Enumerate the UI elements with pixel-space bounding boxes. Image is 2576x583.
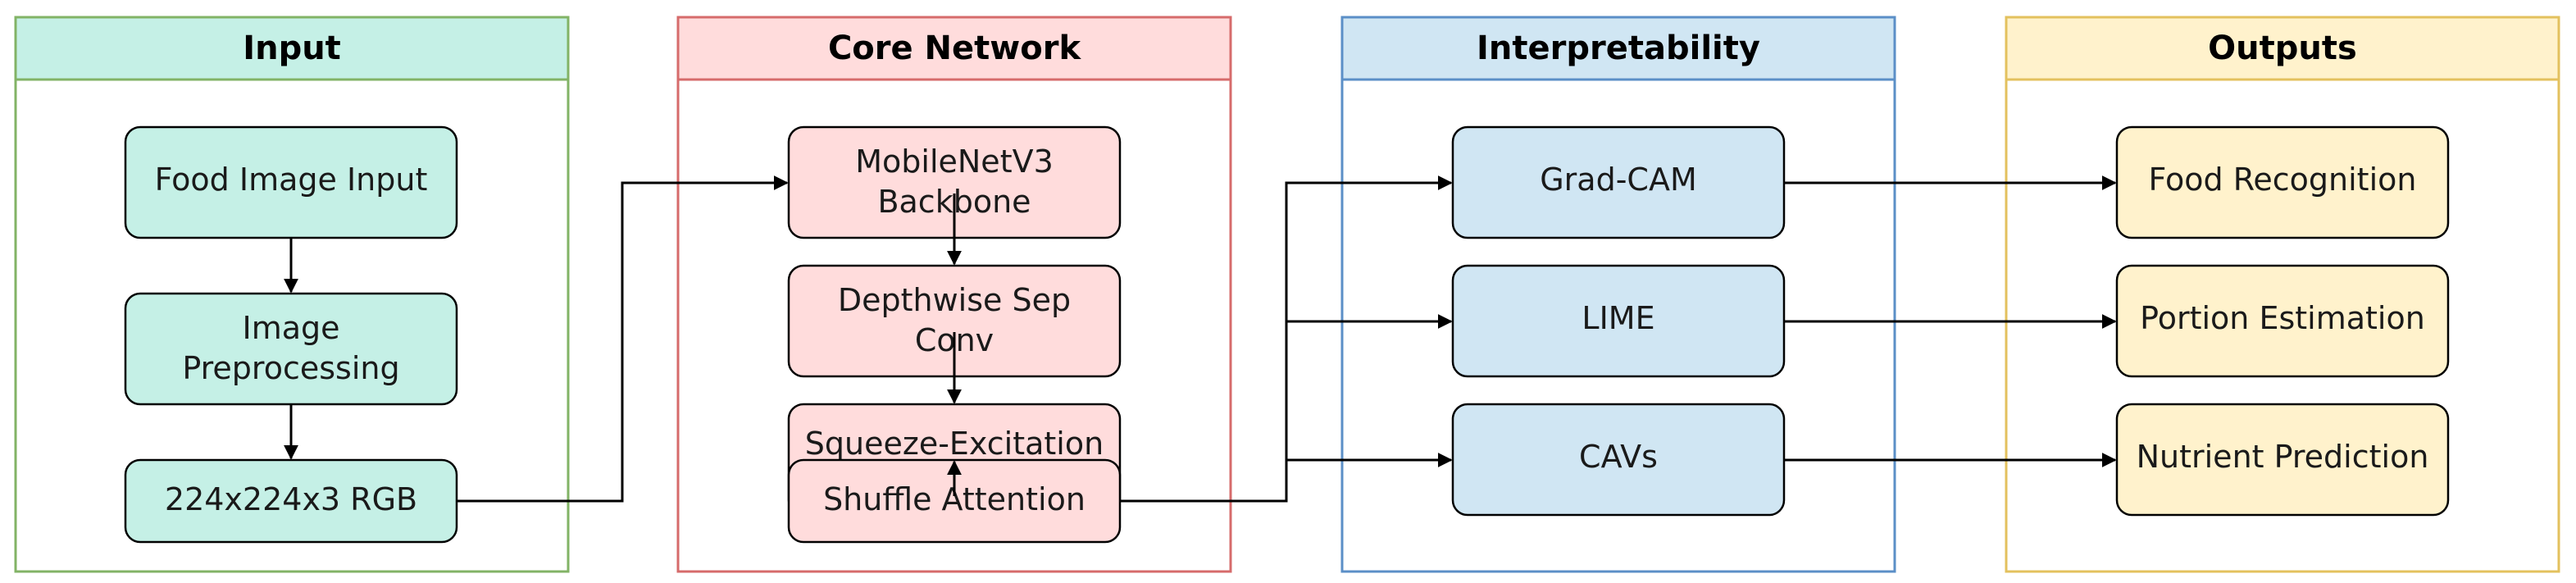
- node-cavs: CAVs: [1451, 403, 1786, 517]
- node-portion-estimation: Portion Estimation: [2115, 264, 2450, 378]
- node-squeeze-label: Squeeze-Excitation: [805, 426, 1104, 462]
- edges: [284, 175, 2117, 503]
- node-gradcam-label: Grad-CAM: [1540, 162, 1697, 198]
- node-preprocessing-label-line1: Image: [242, 310, 339, 346]
- group-input-header: [14, 16, 570, 81]
- group-outputs-header: [2005, 16, 2560, 81]
- group-input-title: Input: [243, 30, 341, 67]
- node-lime: LIME: [1451, 264, 1786, 378]
- node-food-image-input-label: Food Image Input: [155, 162, 428, 198]
- group-interp-header: [1340, 16, 1896, 81]
- node-food-recognition-label: Food Recognition: [2149, 162, 2417, 198]
- node-food-recognition: Food Recognition: [2115, 125, 2450, 239]
- node-mobilenet-label-line1: MobileNetV3: [855, 143, 1054, 180]
- node-rgb-input: 224x224x3 RGB: [124, 458, 458, 544]
- node-food-image-input: Food Image Input: [124, 125, 458, 239]
- node-cavs-label: CAVs: [1579, 439, 1658, 475]
- node-rgb-label: 224x224x3 RGB: [165, 481, 417, 517]
- edge-shuffle-to-gradcam: [1120, 175, 1453, 503]
- node-image-preprocessing: Image Preprocessing: [124, 292, 458, 406]
- node-portion-label: Portion Estimation: [2140, 300, 2425, 336]
- edge-rgb-to-mobilenet: [457, 175, 789, 503]
- group-core-header: [676, 16, 1232, 81]
- node-depthwise-label-line1: Depthwise Sep: [838, 282, 1071, 318]
- node-nutrient-label: Nutrient Prediction: [2137, 439, 2429, 475]
- node-mobilenet-backbone: MobileNetV3 Backbone: [787, 125, 1122, 239]
- group-core-title: Core Network: [828, 30, 1082, 67]
- node-nutrient-prediction: Nutrient Prediction: [2115, 403, 2450, 517]
- group-outputs-title: Outputs: [2208, 30, 2357, 67]
- node-lime-label: LIME: [1582, 300, 1654, 336]
- node-preprocessing-label-line2: Preprocessing: [182, 350, 399, 386]
- group-interp-title: Interpretability: [1477, 30, 1760, 67]
- node-grad-cam: Grad-CAM: [1451, 125, 1786, 239]
